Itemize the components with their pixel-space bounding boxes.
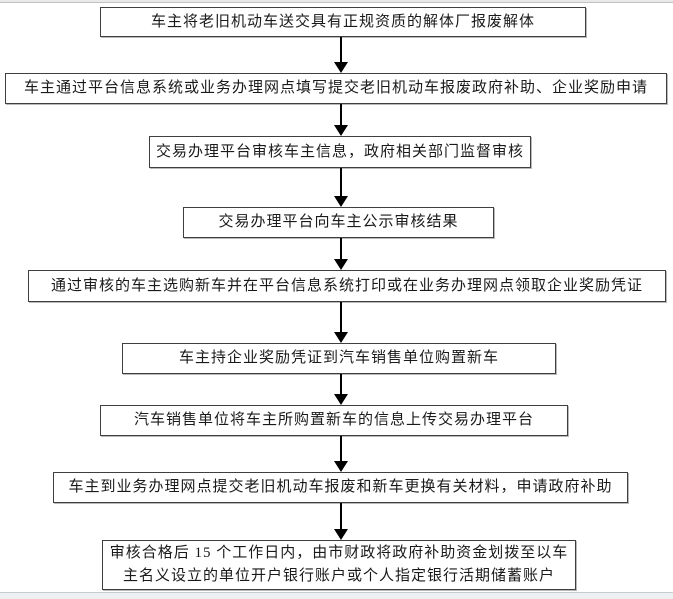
flow-step-8: 车主到业务办理网点提交老旧机动车报废和新车更换有关材料，申请政府补助 (53, 472, 628, 503)
flow-step-3: 交易办理平台审核车主信息，政府相关部门监督审核 (149, 136, 531, 168)
flow-step-9: 审核合格后 15 个工作日内，由市财政将政府补助资金划拨至以车主名义设立的单位开… (102, 540, 576, 590)
arrow-down-icon (334, 503, 348, 540)
flow-step-5: 通过审核的车主选购新车并在平台信息系统打印或在业务办理网点领取企业奖励凭证 (28, 270, 666, 302)
window-top-edge (0, 0, 673, 3)
window-bottom-edge (0, 592, 673, 599)
flow-step-7: 汽车销售单位将车主所购置新车的信息上传交易办理平台 (100, 405, 568, 436)
flow-step-6: 车主持企业奖励凭证到汽车销售单位购置新车 (122, 343, 556, 374)
arrow-down-icon (334, 374, 348, 405)
arrow-down-icon (334, 168, 348, 207)
arrow-down-icon (334, 238, 348, 270)
flow-step-2: 车主通过平台信息系统或业务办理网点填写提交老旧机动车报废政府补助、企业奖励申请 (5, 73, 667, 104)
arrow-down-icon (334, 104, 348, 136)
flow-step-1: 车主将老旧机动车送交具有正规资质的解体厂报废解体 (100, 7, 586, 37)
flow-step-4: 交易办理平台向车主公示审核结果 (183, 207, 494, 238)
arrow-down-icon (334, 37, 348, 73)
arrow-down-icon (334, 302, 348, 343)
arrow-down-icon (334, 436, 348, 472)
